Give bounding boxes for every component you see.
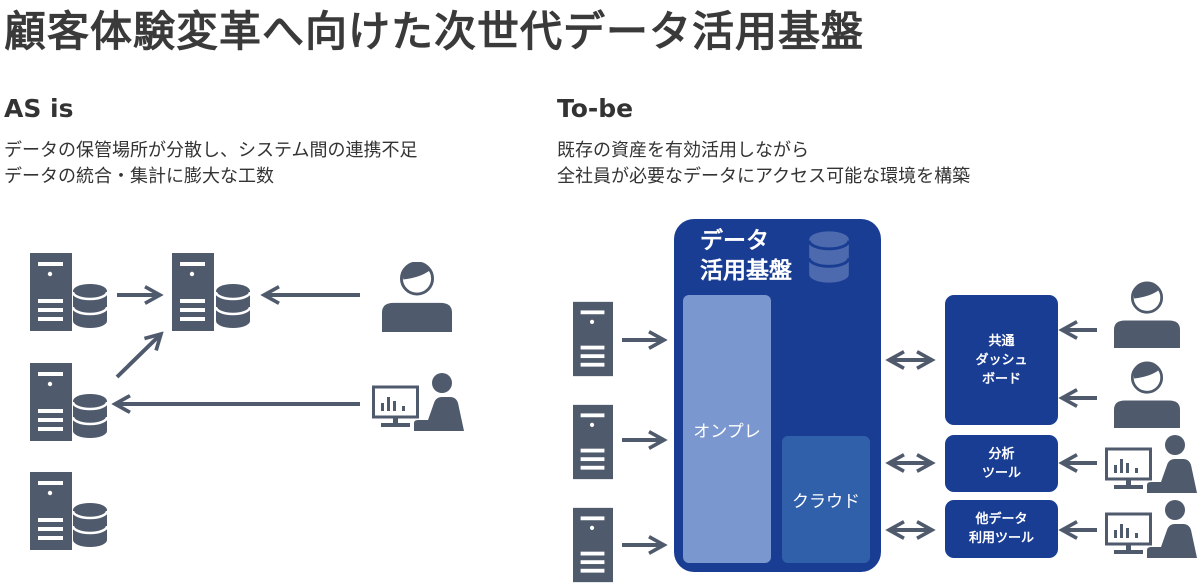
platform-title-line: 活用基盤 bbox=[700, 258, 792, 284]
analyst-pc-icon bbox=[1102, 435, 1200, 493]
to-be-line: 既存の資産を有効活用しながら bbox=[557, 140, 809, 161]
tool-label: 他データ bbox=[975, 512, 1028, 527]
to-be-description: 既存の資産を有効活用しながら 全社員が必要なデータにアクセス可能な環境を構築 bbox=[557, 138, 970, 190]
platform-title-line: データ bbox=[700, 228, 769, 254]
as-is-line: データの保管場所が分散し、システム間の連携不足 bbox=[4, 140, 418, 161]
onpremise-block: オンプレ bbox=[683, 295, 771, 563]
cloud-block: クラウド bbox=[782, 436, 870, 563]
database-icon bbox=[807, 231, 851, 283]
server-icon bbox=[573, 403, 613, 481]
tool-label: 分析 bbox=[988, 446, 1015, 462]
as-is-heading: AS is bbox=[4, 94, 74, 123]
analysis-tool-box: 分析 ツール bbox=[945, 435, 1058, 492]
page-title: 顧客体験変革へ向けた次世代データ活用基盤 bbox=[4, 7, 865, 56]
tool-label: ツール bbox=[981, 465, 1021, 481]
person-icon bbox=[1114, 360, 1180, 430]
data-platform-title: データ 活用基盤 bbox=[700, 226, 792, 286]
dashboard-tool-box: 共通 ダッシュ ボード bbox=[945, 295, 1058, 425]
person-icon bbox=[1114, 280, 1180, 350]
other-data-tool-box: 他データ 利用ツール bbox=[945, 500, 1058, 558]
to-be-line: 全社員が必要なデータにアクセス可能な環境を構築 bbox=[557, 166, 971, 187]
arrow-diagonal bbox=[115, 334, 161, 379]
server-icon bbox=[573, 507, 613, 583]
tool-label: 利用ツール bbox=[968, 531, 1034, 546]
analyst-pc-icon bbox=[1102, 500, 1200, 558]
as-is-description: データの保管場所が分散し、システム間の連携不足 データの統合・集計に膨大な工数 bbox=[4, 138, 417, 190]
to-be-heading: To-be bbox=[557, 94, 634, 123]
server-icon bbox=[573, 298, 613, 380]
tool-label: ダッシュ bbox=[975, 352, 1028, 368]
as-is-line: データの統合・集計に膨大な工数 bbox=[4, 166, 274, 187]
onpre-label: オンプレ bbox=[693, 421, 761, 442]
tool-label: 共通 bbox=[988, 333, 1015, 349]
tool-label: ボード bbox=[981, 371, 1021, 387]
cloud-label: クラウド bbox=[792, 492, 860, 512]
